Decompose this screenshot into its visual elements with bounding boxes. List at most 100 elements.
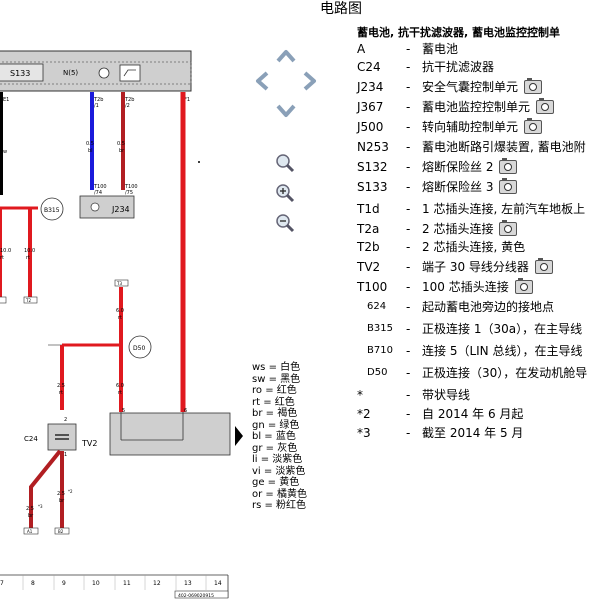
page-title: 电路图 [320, 1, 362, 17]
legend-dash: - [406, 280, 411, 294]
d50-label: D50 [133, 345, 145, 352]
color-key-entry: bl = 蓝色 [252, 431, 296, 442]
grid-label: 13 [184, 580, 192, 587]
grid-label: 8 [31, 580, 35, 587]
brown-wire-color: br [119, 148, 125, 154]
legend-desc-text: 1 芯插头连接, 左前汽车地板上 [422, 202, 586, 216]
legend-code: 624 [367, 301, 387, 312]
s133-box [0, 63, 44, 82]
relay-switch-box [119, 64, 141, 82]
connector-left [0, 296, 7, 304]
brown-wire-size: 0.5 [117, 141, 125, 147]
relay-coil-symbol [98, 67, 110, 79]
legend-desc: 100 芯插头连接 [422, 278, 533, 296]
brown-wire-25b [29, 449, 62, 528]
legend-dash: - [406, 300, 411, 314]
tv2-block [109, 412, 231, 456]
legend-desc-text: 蓄电池 [422, 42, 459, 56]
legend-desc: 正极连接（30），在发动机舱导 [422, 364, 587, 382]
w25a-size: 2.5 [57, 383, 65, 389]
b315-node [40, 197, 64, 221]
j234-label: J234 [111, 205, 130, 214]
legend-desc: 熔断保险丝 3 [422, 178, 518, 196]
legend-desc-text: 安全气囊控制单元 [422, 80, 519, 94]
pan-left-button[interactable] [251, 70, 273, 92]
legend-dash: - [406, 426, 411, 440]
camera-icon[interactable] [524, 118, 543, 134]
color-key-entry: rs = 粉红色 [252, 500, 307, 511]
pan-up-button[interactable] [275, 45, 297, 67]
color-key-entry: or = 橘黄色 [252, 488, 307, 500]
legend-code: J367 [357, 100, 384, 114]
legend-desc-text: 熔断保险丝 2 [422, 160, 494, 174]
b315-label: B315 [44, 207, 60, 214]
tv2-pin5: 5 [122, 408, 125, 414]
camera-icon[interactable] [499, 158, 518, 174]
legend-desc: 蓄电池监控控制单元 [422, 98, 555, 116]
t100-74-pin: /74 [94, 190, 102, 196]
j234-block [79, 195, 135, 219]
legend-dash: - [406, 222, 411, 236]
legend-desc: 截至 2014 年 5 月 [422, 424, 523, 442]
legend-code: S132 [357, 160, 388, 174]
legend-dash: - [406, 388, 411, 402]
pan-right-button[interactable] [299, 70, 321, 92]
c24-label: C24 [24, 435, 38, 443]
grid-label: 10 [92, 580, 100, 587]
blue-wire-size: 0.5 [86, 141, 94, 147]
legend-desc-text: 2 芯插头连接 [422, 222, 494, 236]
legend-desc: 熔断保险丝 2 [422, 158, 518, 176]
t2b-pin2-num: /2 [125, 103, 130, 109]
w10b-size: 10.0 [24, 248, 35, 254]
camera-icon[interactable] [524, 78, 543, 94]
camera-icon[interactable] [499, 220, 518, 236]
legend-dash: - [406, 160, 411, 174]
pan-down-button[interactable] [275, 100, 297, 122]
t2b-pin2: T2b [124, 97, 134, 103]
legend-code: A [357, 42, 366, 56]
camera-icon[interactable] [514, 278, 533, 294]
chevron-down-icon [276, 104, 296, 117]
camera-icon[interactable] [536, 98, 555, 114]
legend-dash: - [406, 180, 411, 194]
legend-desc: 2 芯插头连接, 黄色 [422, 238, 525, 256]
w6a-size: 6.0 [116, 308, 124, 314]
magnifier-icon [276, 154, 295, 173]
legend-desc-text: 蓄电池监控控制单元 [422, 100, 531, 114]
e1-label: E1 [3, 97, 9, 103]
connector-top [114, 279, 129, 287]
legend-dash: - [406, 120, 411, 134]
w6a-color: rt [118, 315, 122, 321]
chevron-up-icon [276, 50, 296, 63]
camera-icon[interactable] [499, 178, 518, 194]
ground-a-label: A1 [27, 529, 33, 534]
legend-desc: 端子 30 导线分线器 [422, 258, 553, 276]
t2b-pin1-num: /1 [94, 103, 99, 109]
legend-code: J234 [357, 80, 384, 94]
w10a-size: 10.0 [0, 248, 11, 254]
zoom-fit-button[interactable] [274, 152, 296, 174]
c24-block [47, 423, 77, 451]
w6b-color: rt [118, 390, 122, 396]
w10a-color: rt [0, 255, 4, 261]
camera-icon[interactable] [534, 258, 553, 274]
legend-desc: 2 芯插头连接 [422, 220, 518, 238]
relay-switch-symbol [123, 69, 136, 77]
legend-code: C24 [357, 60, 381, 74]
zoom-in-button[interactable] [274, 182, 296, 204]
w10b-color: rt [26, 255, 30, 261]
zoom-in-icon [276, 184, 295, 203]
legend-dash: - [406, 260, 411, 274]
chevron-left-icon [256, 71, 269, 91]
legend-desc: 安全气囊控制单元 [422, 78, 543, 96]
legend-desc: 转向辅助控制单元 [422, 118, 543, 136]
color-key-entry: vi = 淡紫色 [252, 465, 306, 477]
legend-desc: 连接 5（LIN 总线），在主导线 [422, 342, 582, 360]
t100-75-pin: /75 [125, 190, 133, 196]
legend-desc: 抗干扰滤波器 [422, 58, 494, 76]
zoom-out-button[interactable] [274, 212, 296, 234]
chevron-right-icon [303, 71, 316, 91]
color-key-entry: gr = 灰色 [252, 442, 298, 454]
